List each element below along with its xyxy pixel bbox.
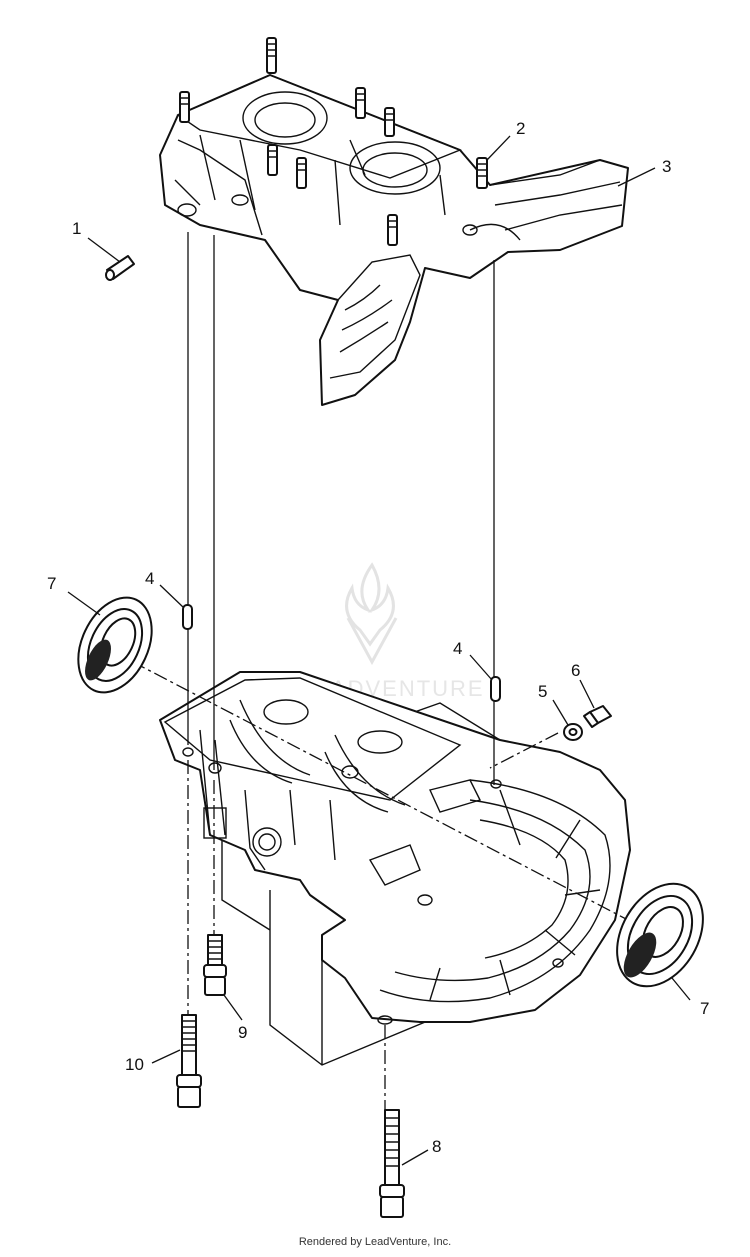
callout-5: 5	[538, 682, 547, 701]
callout-2: 2	[516, 119, 525, 138]
leader-lines	[67, 135, 691, 1166]
phantom-outline	[221, 702, 501, 1066]
dowel-pin-right	[490, 676, 501, 702]
callout-9: 9	[238, 1023, 247, 1042]
dowel-pin	[105, 255, 135, 281]
crankshaft-seal-left	[77, 596, 153, 694]
callout-4-left: 4	[145, 569, 154, 588]
callout-8: 8	[432, 1137, 441, 1156]
short-bolt	[203, 934, 227, 996]
long-bolt	[176, 1014, 202, 1108]
bottom-bolt	[379, 1109, 405, 1218]
plug-screw	[583, 705, 612, 728]
crankcase-studs	[179, 37, 488, 246]
crankshaft-seal-right	[616, 882, 704, 988]
dowel-pin-left	[182, 604, 193, 630]
sealing-washer	[563, 723, 583, 741]
callout-4-right: 4	[453, 639, 462, 658]
callout-7-right: 7	[700, 999, 709, 1018]
footer-credit: Rendered by LeadVenture, Inc.	[298, 1236, 452, 1248]
callout-1: 1	[72, 219, 81, 238]
lower-crankcase	[159, 671, 631, 1025]
callout-7-left: 7	[47, 574, 56, 593]
callout-labels: 1 2 3 4 7 4 5 6 7 8 9 10	[47, 119, 709, 1156]
callout-3: 3	[662, 157, 671, 176]
assembly-lines	[109, 232, 629, 1110]
callout-6: 6	[571, 661, 580, 680]
callout-10: 10	[125, 1055, 144, 1074]
